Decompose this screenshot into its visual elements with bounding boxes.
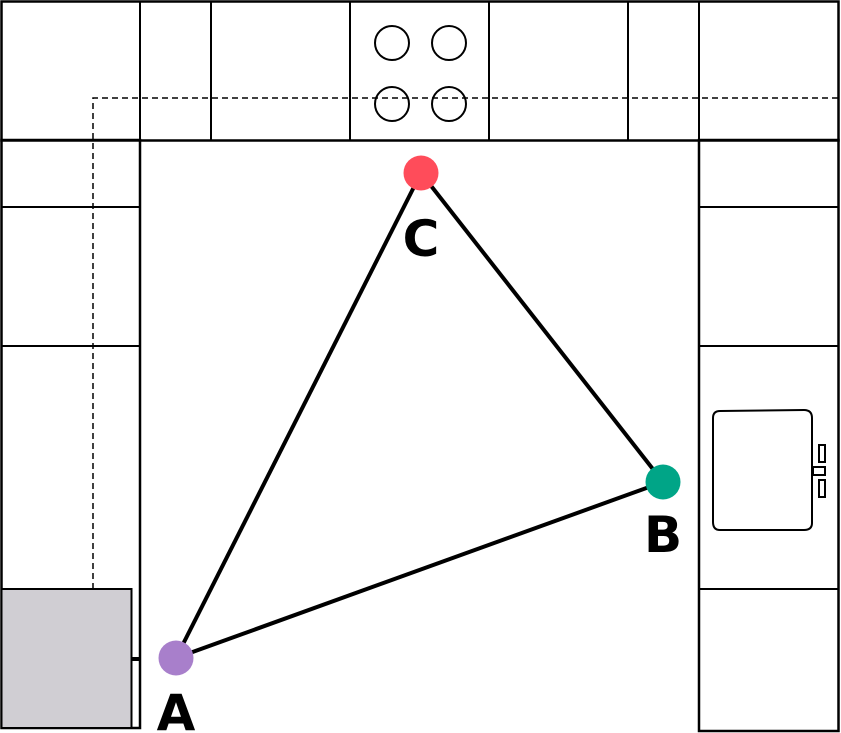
work-triangle: [174, 171, 665, 660]
upper-cabinet-outline: [92, 97, 839, 589]
stove-burner: [431, 86, 467, 122]
top-counter-outline: [0, 0, 840, 142]
point-b-label: B: [644, 506, 682, 564]
right-counter: [697, 138, 840, 733]
sink-icon: [712, 408, 826, 531]
sink-faucet: [812, 466, 826, 476]
refrigerator-icon: [0, 588, 140, 729]
point-c-label: C: [403, 210, 440, 268]
triangle-edge-a-b: [175, 480, 664, 660]
point-a-marker: [158, 640, 194, 676]
triangle-edge-c-a: [174, 172, 423, 659]
right-counter-outline: [697, 138, 840, 733]
sink-basin: [712, 408, 813, 531]
point-c-marker: [403, 155, 439, 191]
stove-icon: [374, 25, 467, 122]
refrigerator-body: [0, 588, 133, 729]
stove-burner: [374, 86, 410, 122]
top-counter: [0, 0, 840, 142]
sink-handle: [818, 479, 826, 498]
stove-burner: [431, 25, 467, 61]
triangle-edge-b-c: [419, 171, 665, 484]
point-b-marker: [645, 464, 681, 500]
sink-handle: [818, 444, 826, 463]
stove-burner: [374, 25, 410, 61]
point-a-label: A: [157, 684, 196, 733]
